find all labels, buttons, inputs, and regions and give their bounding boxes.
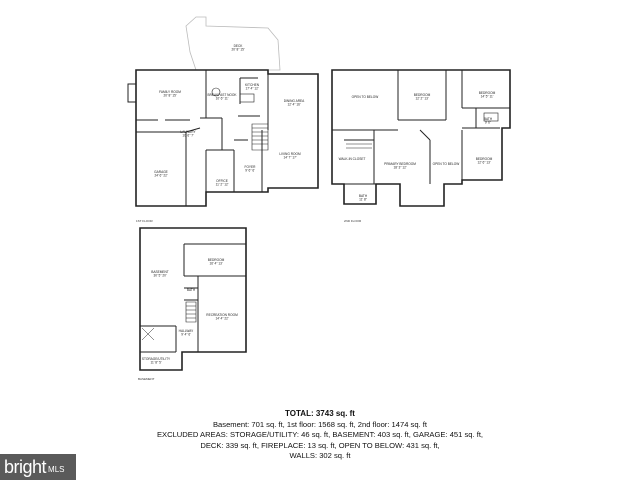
summary-excluded: EXCLUDED AREAS: STORAGE/UTILITY: 46 sq. … — [156, 430, 484, 439]
basement-plan — [139, 227, 247, 371]
summary-excluded-cont: DECK: 339 sq. ft, FIREPLACE: 13 sq. ft, … — [200, 440, 440, 450]
kitchen-island — [239, 93, 255, 103]
tub-icon — [483, 112, 499, 122]
deck-outline — [185, 16, 281, 71]
breakfast-table — [211, 87, 221, 97]
railing — [346, 143, 372, 149]
summary-floors: Basement: 701 sq. ft, 1st floor: 1568 sq… — [212, 419, 427, 429]
basement-outer-wall — [139, 227, 247, 371]
bright-mls-logo: bright MLS — [0, 454, 76, 480]
brand-word: bright — [4, 456, 47, 477]
area-summary: TOTAL: 3743 sq. ft Basement: 701 sq. ft,… — [0, 409, 640, 462]
first-floor-outer-wall — [135, 69, 319, 207]
basement-stairs — [185, 301, 197, 323]
basement-interior-walls — [140, 243, 246, 353]
floor-captions: 1ST FLOOR 2ND FLOOR BASEMENT — [136, 219, 362, 381]
label-bsmt-bath: BATH — [187, 288, 196, 292]
label-open-below-2: OPEN TO BELOW — [433, 162, 460, 166]
fireplace-icon — [127, 83, 137, 103]
summary-walls: WALLS: 302 sq. ft — [289, 451, 351, 460]
label-open-below-1: OPEN TO BELOW — [352, 95, 379, 99]
caption-basement: BASEMENT — [138, 377, 155, 381]
caption-second-floor: 2ND FLOOR — [344, 219, 362, 223]
second-floor-interior-walls — [332, 70, 510, 185]
brand-mls: MLS — [48, 465, 65, 474]
second-floor-outer-wall — [331, 69, 511, 207]
first-floor-stairs — [251, 123, 269, 151]
second-floor-plan — [331, 69, 511, 207]
total-area: TOTAL: 3743 sq. ft — [285, 409, 355, 418]
first-floor-interior-walls — [136, 70, 269, 206]
utility-x — [141, 327, 155, 341]
caption-first-floor: 1ST FLOOR — [136, 219, 153, 223]
first-floor-plan — [127, 16, 319, 207]
label-wic: WALK-IN CLOSET — [339, 157, 366, 161]
